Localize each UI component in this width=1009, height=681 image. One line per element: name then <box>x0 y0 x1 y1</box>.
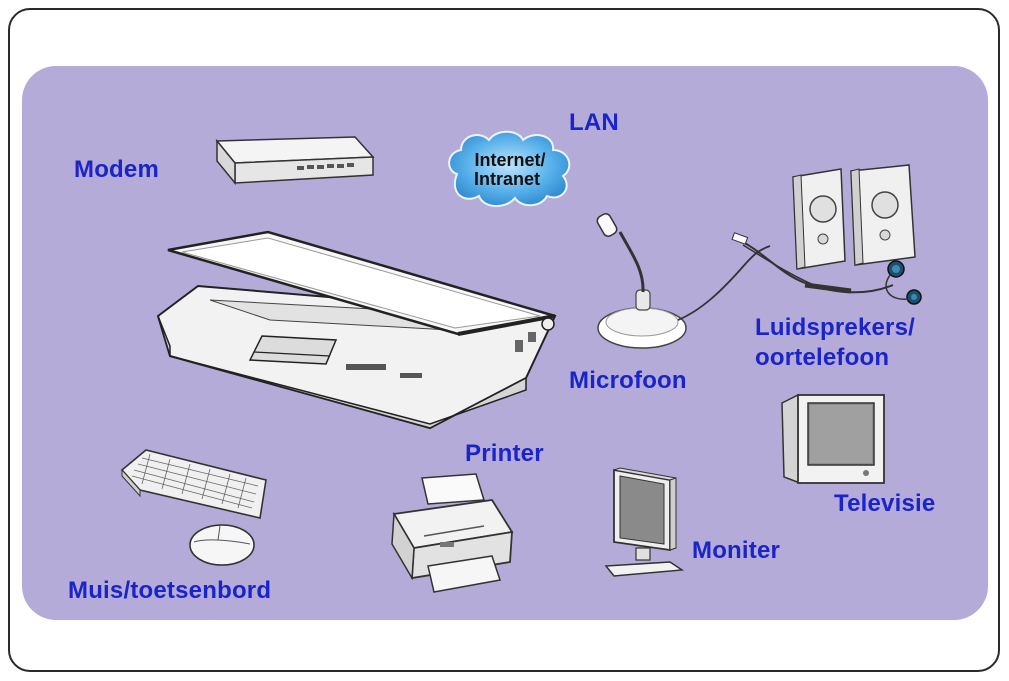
cloud-icon: Internet/ Intranet <box>443 128 577 210</box>
cloud-label-line2: Intranet <box>474 169 540 189</box>
monitor-label: Moniter <box>692 537 781 564</box>
keyboard-icon <box>120 444 270 524</box>
speakers-label-line2: oortelefoon <box>755 344 890 371</box>
cloud-label-line1: Internet/ <box>474 150 545 170</box>
laptop-icon <box>150 228 565 430</box>
modem-icon <box>205 135 375 195</box>
lan-label: LAN <box>569 109 619 136</box>
printer-label: Printer <box>465 440 544 467</box>
mouse-keyboard-label: Muis/toetsenbord <box>68 577 272 604</box>
printer-icon <box>388 470 518 595</box>
monitor-icon <box>600 466 690 581</box>
mouse-icon <box>188 520 258 570</box>
television-icon <box>778 393 888 493</box>
speakers-label-line1: Luidsprekers/ <box>755 314 915 341</box>
modem-label: Modem <box>74 156 159 183</box>
headphones-icon <box>880 255 930 315</box>
speakers-icon <box>731 164 933 315</box>
microphone-icon <box>592 210 772 355</box>
television-label: Televisie <box>834 490 936 517</box>
microphone-label: Microfoon <box>569 367 687 394</box>
